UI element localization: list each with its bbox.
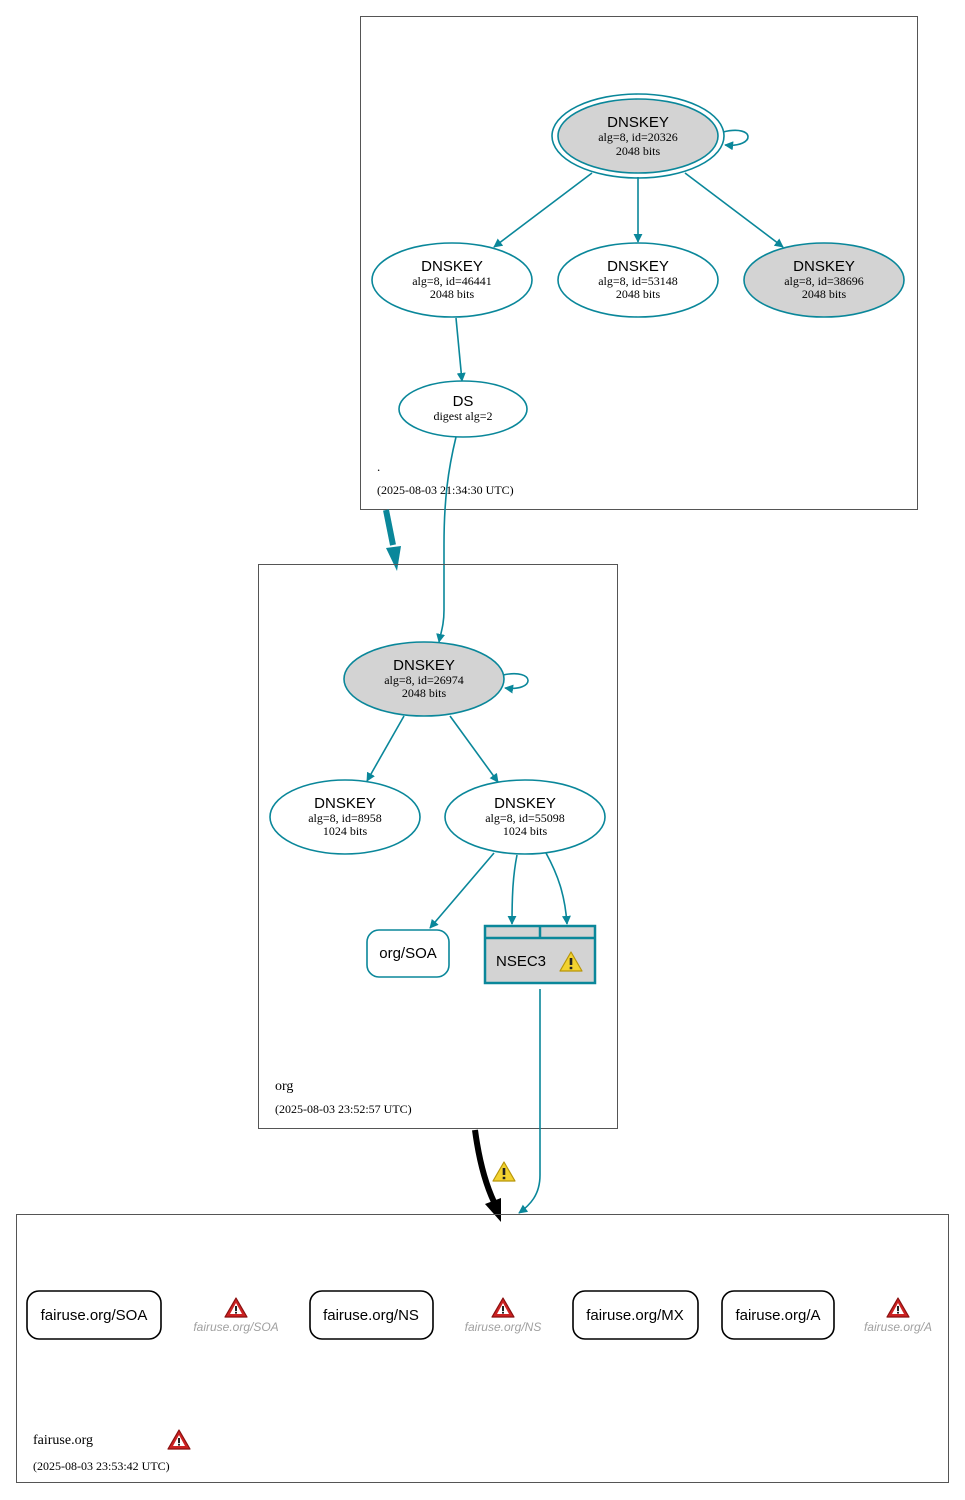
sign-edge — [684, 172, 784, 248]
dnskey-title: DNSKEY — [393, 657, 455, 674]
dnskey-title: DNSKEY — [421, 258, 483, 275]
warning-icon — [492, 1161, 516, 1182]
zone-root: . (2025-08-03 21:34:30 UTC) DNSKEY alg=8… — [360, 16, 918, 510]
rrset-error-label: fairuse.org/SOA — [193, 1320, 278, 1334]
delegation-arrowhead — [386, 546, 401, 571]
dnskey-size: 2048 bits — [616, 144, 661, 158]
dnskey-detail: alg=8, id=20326 — [598, 130, 678, 144]
ds-detail: digest alg=2 — [433, 409, 492, 423]
zone-fairuse-name: fairuse.org — [33, 1433, 93, 1448]
ds-title: DS — [453, 393, 474, 410]
rrset-label: fairuse.org/SOA — [41, 1307, 148, 1324]
dnskey-title: DNSKEY — [607, 114, 669, 131]
error-icon — [886, 1297, 910, 1318]
dnskey-node[interactable]: DNSKEY alg=8, id=20326 2048 bits — [551, 93, 725, 179]
rrset-node[interactable]: fairuse.org/SOA — [26, 1290, 162, 1340]
rrset-error-label: fairuse.org/NS — [465, 1320, 542, 1334]
zone-org-name: org — [275, 1079, 293, 1094]
dnskey-title: DNSKEY — [494, 795, 556, 812]
rrset-error-label: fairuse.org/A — [864, 1320, 932, 1334]
rrset-label: fairuse.org/MX — [586, 1307, 684, 1324]
dnskey-size: 2048 bits — [430, 287, 475, 301]
error-icon — [224, 1297, 248, 1318]
rrset-label: fairuse.org/A — [735, 1307, 820, 1324]
dnskey-node[interactable]: DNSKEY alg=8, id=38696 2048 bits — [743, 242, 905, 318]
sign-edge — [366, 715, 405, 782]
self-sign-edge — [722, 129, 749, 151]
rrset-node[interactable]: org/SOA — [366, 929, 450, 978]
self-sign-edge — [502, 672, 529, 694]
rrset-error-node[interactable]: fairuse.org/A — [864, 1297, 932, 1334]
dnskey-title: DNSKEY — [793, 258, 855, 275]
dnskey-detail: alg=8, id=26974 — [384, 673, 464, 687]
dnskey-size: 1024 bits — [323, 824, 368, 838]
dnskey-detail: alg=8, id=46441 — [412, 274, 492, 288]
nsec3-label: NSEC3 — [496, 953, 546, 970]
delegation-edge — [383, 509, 396, 546]
rrset-node[interactable]: fairuse.org/MX — [572, 1290, 699, 1340]
nsec3-proof-edge — [518, 989, 541, 1214]
dnskey-node[interactable]: DNSKEY alg=8, id=26974 2048 bits — [343, 641, 505, 717]
sign-edge — [493, 172, 593, 248]
rrset-label: org/SOA — [379, 945, 437, 962]
dnskey-size: 1024 bits — [503, 824, 548, 838]
dnskey-detail: alg=8, id=53148 — [598, 274, 678, 288]
dnskey-node[interactable]: DNSKEY alg=8, id=55098 1024 bits — [444, 779, 606, 855]
dnskey-node[interactable]: DNSKEY alg=8, id=8958 1024 bits — [269, 779, 421, 855]
zone-root-box — [360, 16, 918, 510]
rrset-label: fairuse.org/NS — [323, 1307, 419, 1324]
dnskey-size: 2048 bits — [616, 287, 661, 301]
error-icon — [167, 1429, 191, 1450]
zone-fairuse-org: fairuse.org (2025-08-03 23:53:42 UTC) fa… — [16, 1214, 949, 1483]
zone-org-timestamp: (2025-08-03 23:52:57 UTC) — [275, 1102, 412, 1116]
ds-digest-edge — [455, 317, 466, 382]
delegation-edge — [472, 1129, 497, 1204]
zone-fairuse-box — [16, 1214, 949, 1483]
rrset-node[interactable]: fairuse.org/NS — [309, 1290, 434, 1340]
sign-edge — [507, 854, 518, 925]
dnskey-detail: alg=8, id=55098 — [485, 811, 565, 825]
rrset-error-node[interactable]: fairuse.org/NS — [465, 1297, 542, 1334]
zone-root-name: . — [377, 459, 380, 474]
ds-to-dnskey-edge — [436, 436, 457, 643]
zone-org: org (2025-08-03 23:52:57 UTC) DNSKEY alg… — [258, 564, 618, 1129]
rrset-error-node[interactable]: fairuse.org/SOA — [193, 1297, 279, 1334]
zone-fairuse-timestamp: (2025-08-03 23:53:42 UTC) — [33, 1459, 170, 1473]
dnskey-node[interactable]: DNSKEY alg=8, id=46441 2048 bits — [371, 242, 533, 318]
dnskey-title: DNSKEY — [314, 795, 376, 812]
zone-root-timestamp: (2025-08-03 21:34:30 UTC) — [377, 483, 514, 497]
ds-node[interactable]: DS digest alg=2 — [398, 380, 528, 438]
delegation-arrowhead — [485, 1198, 501, 1222]
sign-edge — [449, 715, 499, 783]
sign-edge — [429, 852, 495, 929]
dnskey-detail: alg=8, id=8958 — [308, 811, 382, 825]
dnskey-detail: alg=8, id=38696 — [784, 274, 864, 288]
dnskey-size: 2048 bits — [402, 686, 447, 700]
dnskey-size: 2048 bits — [802, 287, 847, 301]
dnskey-node[interactable]: DNSKEY alg=8, id=53148 2048 bits — [557, 242, 719, 318]
error-icon — [491, 1297, 515, 1318]
rrset-node[interactable]: fairuse.org/A — [721, 1290, 835, 1340]
dnskey-title: DNSKEY — [607, 258, 669, 275]
nsec3-node[interactable]: NSEC3 — [483, 924, 597, 985]
sign-edge — [545, 852, 571, 925]
zone-org-box — [258, 564, 618, 1129]
